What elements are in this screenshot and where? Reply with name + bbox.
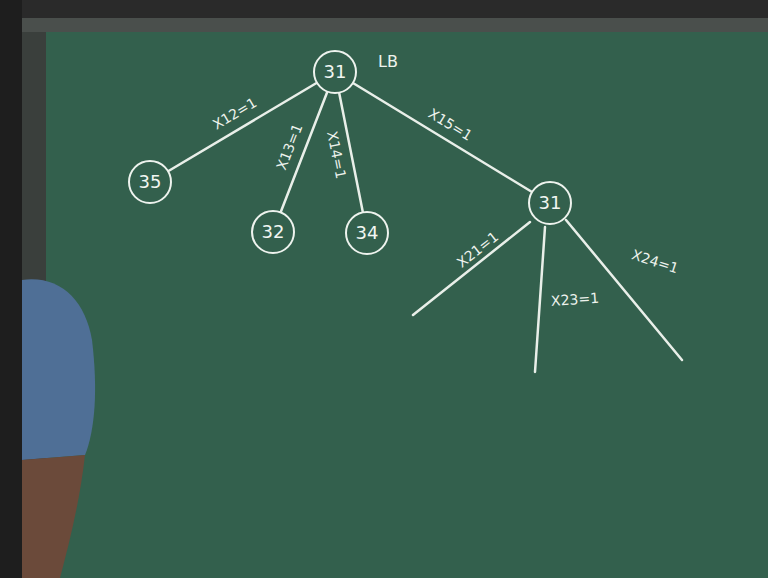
bound-node: 35 [128, 160, 172, 204]
bound-value: 31 [539, 194, 562, 212]
bound-node: 31 [528, 181, 572, 225]
bound-node: 32 [251, 210, 295, 254]
branch-label: X24=1 [630, 247, 680, 276]
branch-line [535, 227, 545, 372]
bound-node: 34 [345, 211, 389, 255]
sleeve [22, 279, 95, 460]
bound-node: 31 [313, 50, 357, 94]
branch-connector [354, 83, 531, 191]
bound-tag: LB [378, 53, 398, 71]
branch-label: X14=1 [324, 130, 348, 180]
board-frame-ledge [0, 18, 768, 32]
branch-label: X12=1 [210, 95, 259, 133]
branch-label: X15=1 [426, 106, 475, 144]
branch-line [566, 220, 682, 360]
branch-label: X23=1 [550, 291, 599, 310]
board-frame-top [0, 0, 768, 18]
branch-label: X21=1 [454, 229, 501, 271]
bound-value: 32 [262, 223, 285, 241]
arm [22, 455, 85, 578]
bound-value: 35 [139, 173, 162, 191]
bound-value: 34 [356, 224, 379, 242]
board-frame-left [0, 0, 22, 578]
branch-line [413, 222, 530, 315]
bound-value: 31 [324, 63, 347, 81]
branch-label: X13=1 [274, 121, 306, 171]
